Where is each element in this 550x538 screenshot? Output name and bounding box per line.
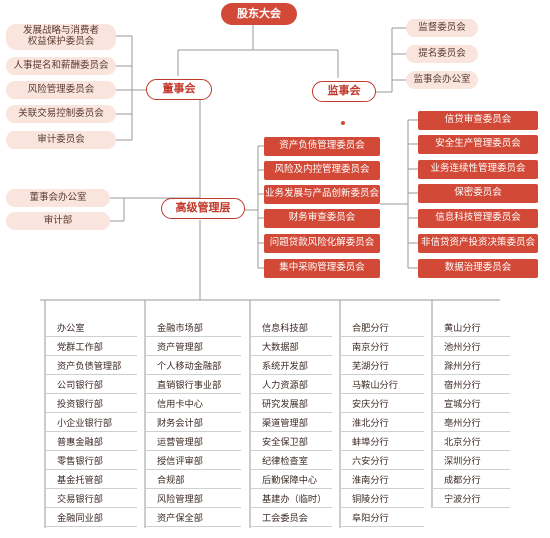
- department-item[interactable]: 深圳分行: [432, 453, 510, 470]
- board-committee-item[interactable]: 风险管理委员会: [6, 81, 116, 99]
- department-item[interactable]: 蚌埠分行: [340, 434, 424, 451]
- node-shareholders-meeting[interactable]: 股东大会: [221, 3, 297, 25]
- department-item[interactable]: 金融市场部: [145, 320, 241, 337]
- department-item[interactable]: 阜阳分行: [340, 510, 424, 527]
- department-item[interactable]: 运营管理部: [145, 434, 241, 451]
- board-committee-item[interactable]: 审计委员会: [6, 131, 116, 149]
- department-item[interactable]: 南京分行: [340, 339, 424, 356]
- supervisor-unit-item[interactable]: 提名委员会: [406, 45, 478, 63]
- department-item[interactable]: 后勤保障中心: [250, 472, 332, 489]
- board-committee-item[interactable]: 发展战略与消费者 权益保护委员会: [6, 24, 116, 50]
- supervisor-unit-item[interactable]: 监事会办公室: [406, 71, 478, 89]
- department-item[interactable]: 资产管理部: [145, 339, 241, 356]
- supervisor-unit-item[interactable]: 监督委员会: [406, 19, 478, 37]
- board-committee-item[interactable]: 关联交易控制委员会: [6, 105, 116, 123]
- department-item[interactable]: 研究发展部: [250, 396, 332, 413]
- board-unit-item[interactable]: 董事会办公室: [6, 189, 110, 207]
- node-board-of-directors[interactable]: 董事会: [146, 79, 212, 100]
- department-item[interactable]: 大数据部: [250, 339, 332, 356]
- department-item[interactable]: 授信评审部: [145, 453, 241, 470]
- mgmt-committee-left-item[interactable]: 问题贷款风险化解委员会: [264, 234, 380, 253]
- department-item[interactable]: 宿州分行: [432, 377, 510, 394]
- department-item[interactable]: 资产负债管理部: [45, 358, 137, 375]
- department-item[interactable]: 淮北分行: [340, 415, 424, 432]
- department-item[interactable]: 基金托管部: [45, 472, 137, 489]
- mgmt-committee-left-item[interactable]: 财务审查委员会: [264, 209, 380, 228]
- mgmt-committee-right-item[interactable]: 安全生产管理委员会: [418, 135, 538, 154]
- department-item[interactable]: 信息科技部: [250, 320, 332, 337]
- mgmt-committee-right-item[interactable]: 非信贷资产投资决策委员会: [418, 234, 538, 253]
- department-item[interactable]: 财务会计部: [145, 415, 241, 432]
- department-item[interactable]: 办公室: [45, 320, 137, 337]
- department-item[interactable]: 合规部: [145, 472, 241, 489]
- mgmt-committee-left-item[interactable]: 集中采购管理委员会: [264, 259, 380, 278]
- department-item[interactable]: 纪律检查室: [250, 453, 332, 470]
- mgmt-committee-right-item[interactable]: 信贷审查委员会: [418, 111, 538, 130]
- department-item[interactable]: 工会委员会: [250, 510, 332, 527]
- department-item[interactable]: 马鞍山分行: [340, 377, 424, 394]
- mgmt-committee-left-item[interactable]: 业务发展与产品创新委员会: [264, 185, 380, 204]
- mgmt-committee-right-item[interactable]: 信息科技管理委员会: [418, 209, 538, 228]
- board-committee-item[interactable]: 人事提名和薪酬委员会: [6, 57, 116, 75]
- mgmt-committee-right-item[interactable]: 数据治理委员会: [418, 259, 538, 278]
- department-item[interactable]: 宁波分行: [432, 491, 510, 508]
- board-unit-item[interactable]: 审计部: [6, 212, 110, 230]
- department-item[interactable]: 合肥分行: [340, 320, 424, 337]
- department-item[interactable]: 交易银行部: [45, 491, 137, 508]
- department-item[interactable]: 风险管理部: [145, 491, 241, 508]
- department-item[interactable]: 池州分行: [432, 339, 510, 356]
- department-item[interactable]: 六安分行: [340, 453, 424, 470]
- department-item[interactable]: 投资银行部: [45, 396, 137, 413]
- department-item[interactable]: 资产保全部: [145, 510, 241, 527]
- department-item[interactable]: 零售银行部: [45, 453, 137, 470]
- mgmt-committee-left-item[interactable]: 风险及内控管理委员会: [264, 161, 380, 180]
- department-item[interactable]: 人力资源部: [250, 377, 332, 394]
- department-item[interactable]: 滁州分行: [432, 358, 510, 375]
- department-item[interactable]: 普惠金融部: [45, 434, 137, 451]
- department-item[interactable]: 系统开发部: [250, 358, 332, 375]
- department-item[interactable]: 个人移动金融部: [145, 358, 241, 375]
- department-item[interactable]: 芜湖分行: [340, 358, 424, 375]
- department-item[interactable]: 党群工作部: [45, 339, 137, 356]
- department-item[interactable]: 成都分行: [432, 472, 510, 489]
- department-item[interactable]: 安庆分行: [340, 396, 424, 413]
- department-item[interactable]: 北京分行: [432, 434, 510, 451]
- department-item[interactable]: 小企业银行部: [45, 415, 137, 432]
- department-item[interactable]: 淮南分行: [340, 472, 424, 489]
- department-item[interactable]: 信用卡中心: [145, 396, 241, 413]
- department-item[interactable]: 宣城分行: [432, 396, 510, 413]
- department-item[interactable]: 基建办（临时）: [250, 491, 332, 508]
- mgmt-committee-left-item[interactable]: 资产负债管理委员会: [264, 137, 380, 156]
- node-board-of-supervisors[interactable]: 监事会: [312, 81, 376, 102]
- department-item[interactable]: 金融同业部: [45, 510, 137, 527]
- mgmt-committee-right-item[interactable]: 保密委员会: [418, 184, 538, 203]
- accent-dot: [341, 121, 345, 125]
- department-item[interactable]: 渠道管理部: [250, 415, 332, 432]
- node-senior-management[interactable]: 高级管理层: [161, 198, 245, 219]
- department-item[interactable]: 直销银行事业部: [145, 377, 241, 394]
- department-item[interactable]: 安全保卫部: [250, 434, 332, 451]
- mgmt-committee-right-item[interactable]: 业务连续性管理委员会: [418, 160, 538, 179]
- department-item[interactable]: 黄山分行: [432, 320, 510, 337]
- department-item[interactable]: 铜陵分行: [340, 491, 424, 508]
- department-item[interactable]: 亳州分行: [432, 415, 510, 432]
- department-item[interactable]: 公司银行部: [45, 377, 137, 394]
